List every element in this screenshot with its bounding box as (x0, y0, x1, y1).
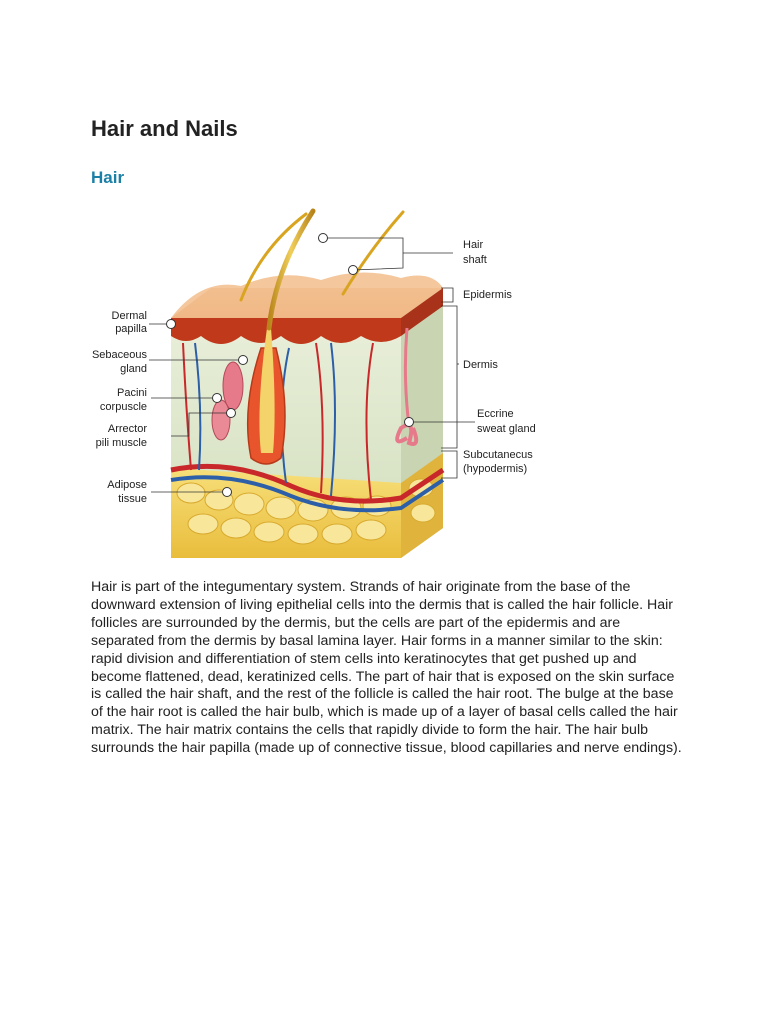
label-pacini-corpuscle-2: corpuscle (100, 401, 147, 413)
label-hair-shaft-2: shaft (463, 254, 487, 266)
label-subcutaneous-2: (hypodermis) (463, 463, 527, 475)
callout-dots (166, 233, 414, 497)
hair-shaft-right (341, 210, 405, 296)
label-dermal-papilla-2: papilla (115, 323, 148, 335)
dermal-papillae-band (171, 318, 401, 344)
label-dermis: Dermis (463, 359, 498, 371)
label-hair-shaft-1: Hair (463, 239, 484, 251)
label-arrector-pili-2: pili muscle (96, 437, 147, 449)
label-dermal-papilla-1: Dermal (112, 310, 147, 322)
sweat-duct (403, 327, 411, 427)
label-adipose-tissue-2: tissue (118, 493, 147, 505)
label-epidermis: Epidermis (463, 289, 512, 301)
vein-vessel (170, 475, 445, 513)
section-heading-hair: Hair (91, 168, 125, 187)
leader-lines (149, 237, 475, 493)
label-arrector-pili-1: Arrector (108, 423, 147, 435)
page-title: Hair and Nails (91, 116, 238, 141)
artery-vessel (170, 463, 445, 504)
label-sebaceous-gland-2: gland (120, 363, 147, 375)
label-pacini-corpuscle-1: Pacini (117, 387, 147, 399)
hair-shaft-left (239, 212, 308, 302)
label-eccrine-sweat-gland-2: sweat gland (477, 423, 536, 435)
skin-cross-section-illustration: Dermal papilla Sebaceous gland Pacini co… (92, 208, 536, 558)
label-eccrine-sweat-gland-1: Eccrine (477, 408, 514, 420)
hair-paragraph: Hair is part of the integumentary system… (91, 579, 682, 757)
label-adipose-tissue-1: Adipose (107, 479, 147, 491)
label-subcutaneous-1: Subcutanecus (463, 449, 533, 461)
hair-shaft-main (266, 208, 316, 331)
skin-anatomy-figure: Dermal papilla Sebaceous gland Pacini co… (91, 208, 539, 560)
pacini-corpuscle (211, 399, 231, 441)
hair-root (259, 328, 275, 453)
label-sebaceous-gland-1: Sebaceous (92, 349, 148, 361)
